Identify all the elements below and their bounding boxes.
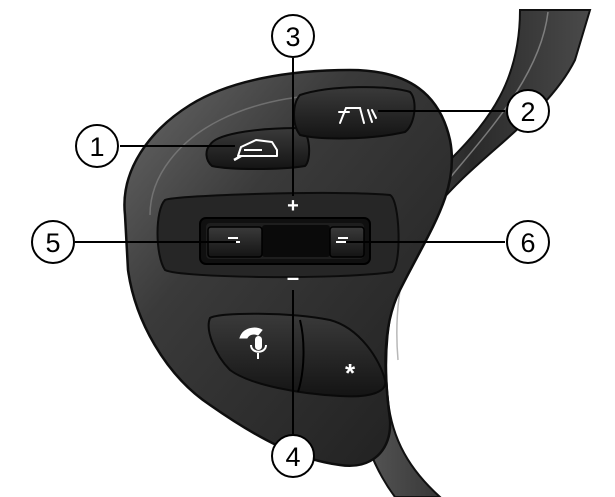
callout-5-label: 5 [45,228,60,258]
callout-6: 6 [506,220,550,264]
callout-4-label: 4 [285,442,300,472]
scroll-right-icon [336,237,350,243]
phone-microphone-icon [239,327,267,359]
callout-1-label: 1 [89,132,104,162]
cruise-control-button[interactable] [205,126,311,170]
leader-lines [75,58,505,434]
star-icon: * [345,358,356,388]
callout-3-label: 3 [285,22,300,52]
callout-6-label: 6 [520,228,535,258]
phone-star-button[interactable]: * [207,312,387,398]
minus-symbol: – [287,265,299,290]
callout-2: 2 [506,89,550,133]
callout-2-label: 2 [520,97,535,127]
plus-symbol: + [287,195,299,217]
callout-4: 4 [271,434,315,478]
following-distance-button[interactable] [293,86,416,140]
callout-1: 1 [75,124,119,168]
cruise-control-car-icon [233,139,278,162]
callout-3: 3 [271,14,315,58]
following-distance-icon [338,107,377,124]
callout-5: 5 [31,220,75,264]
